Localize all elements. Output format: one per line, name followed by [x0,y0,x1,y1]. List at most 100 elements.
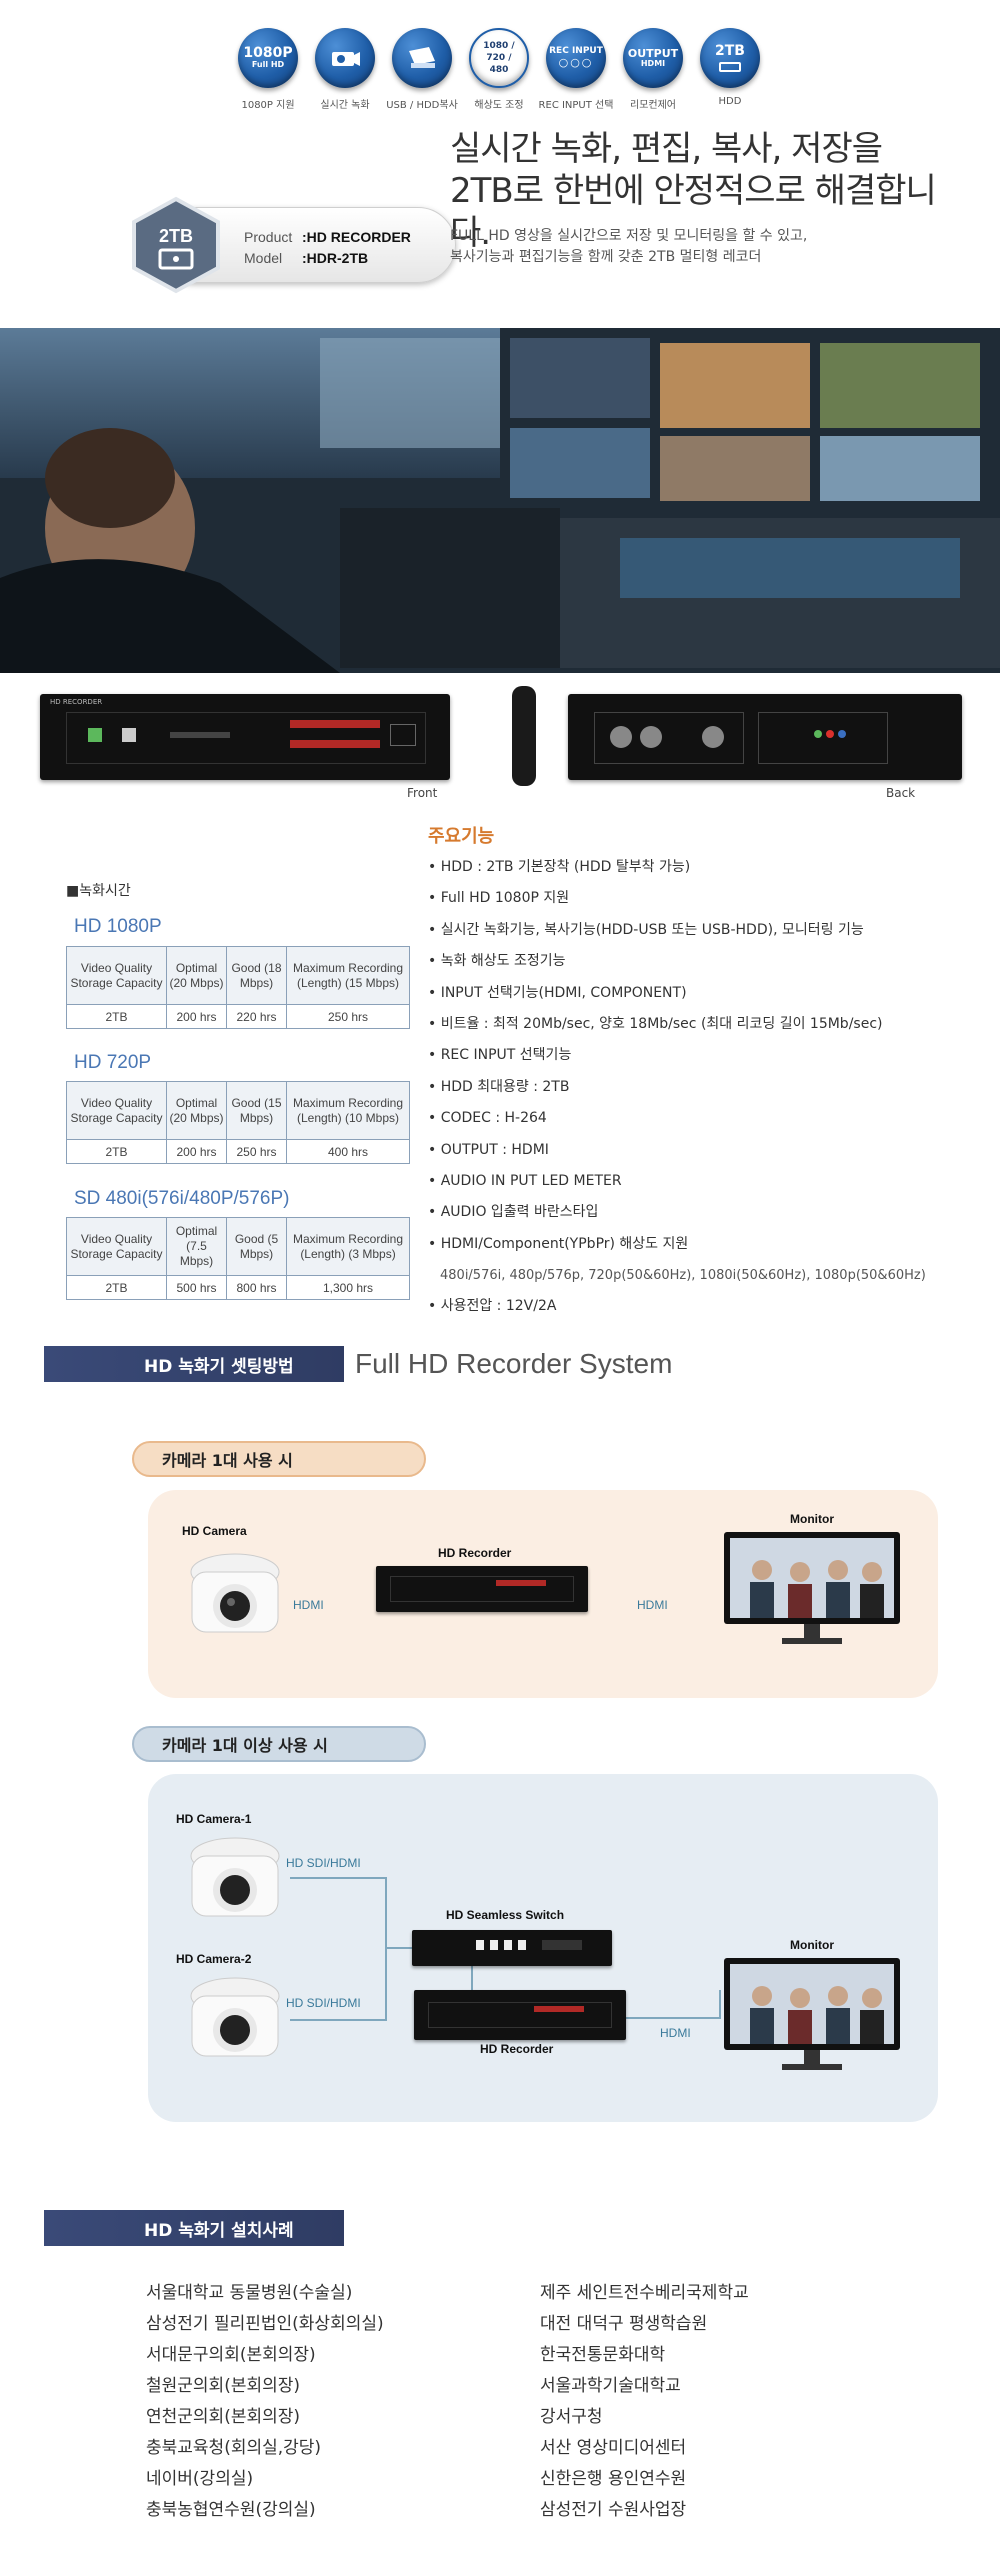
list-item: 강서구청 [540,2407,603,2427]
monitor-icon [724,1532,900,1644]
switch-label: HD Seamless Switch [446,1908,565,1922]
features-title: 주요기능 [428,826,495,847]
hd-recorder-device [376,1566,588,1612]
svg-text:2TB: 2TB [159,226,193,246]
record-table-480i: Video Quality Storage Capacity Optimal (… [66,1217,410,1300]
list-item: 네이버(강의실) [146,2469,254,2489]
subheadline-line2: 복사기능과 편집기능을 함께 갖춘 2TB 멀티형 레코더 [450,249,762,265]
icon-caption: HDD [718,96,742,107]
icon-caption: REC INPUT 선택 [538,100,614,111]
table-row: 2TB 200 hrs 250 hrs 400 hrs [66,1139,410,1164]
hd-recorder-device [414,1990,626,2040]
list-item: • HDD : 2TB 기본장착 (HDD 탈부착 가능) [428,859,691,875]
list-item: 서울과학기술대학교 [540,2376,681,2396]
hd-seamless-switch-device [412,1930,612,1966]
install-list-left: 서울대학교 동물병원(수술실) 삼성전기 필리핀법인(화상회의실) 서대문구의회… [146,2278,384,2526]
recorder-label: HD Recorder [480,2042,554,2056]
list-item: • HDD 최대용량 : 2TB [428,1078,570,1095]
hd-camera-icon [190,1977,280,2057]
table-row: 2TB 200 hrs 220 hrs 250 hrs [66,1004,410,1029]
recorder-front-panel: HD RECORDER [40,694,450,780]
list-item: 철원군의회(본회의장) [146,2376,301,2396]
product-value: :HD RECORDER [302,229,411,245]
headline-line1: 실시간 녹화, 편집, 복사, 저장을 [450,129,883,169]
camera-label: HD Camera [182,1524,247,1538]
list-item: 신한은행 용인연수원 [540,2469,687,2489]
front-label: Front [407,786,438,800]
realtime-record-icon [315,28,375,88]
icon-caption: 해상도 조정 [474,100,524,111]
list-item: 한국전통문화대학 [540,2345,666,2365]
camera1-label: HD Camera-1 [176,1812,252,1826]
list-item: • Full HD 1080P 지원 [428,890,570,907]
table-title-720p: HD 720P [74,1052,152,1073]
icon-realtime: 실시간 녹화 [305,28,385,111]
list-item: • REC INPUT 선택기능 [428,1047,572,1064]
icon-caption: 실시간 녹화 [320,100,370,111]
wire-label-sdi-1: HD SDI/HDMI [286,1856,361,1870]
hd-camera-icon [190,1553,280,1633]
features-list: • HDD : 2TB 기본장착 (HDD 탈부착 가능) • Full HD … [428,852,988,1323]
icon-caption: 리모컨제어 [630,100,676,111]
icon-usb-copy: USB / HDD복사 [382,28,462,111]
list-item: 서울대학교 동물병원(수술실) [146,2283,353,2303]
usb-hdd-copy-icon [392,28,452,88]
icon-hdd: 2TB HDD [690,28,770,107]
list-item: 서산 영상미디어센터 [540,2438,687,2458]
list-item: 서대문구의회(본회의장) [146,2345,316,2365]
table-title-480i: SD 480i(576i/480P/576P) [74,1188,290,1209]
subheadline-line1: FULL HD 영상을 실시간으로 저장 및 모니터링을 할 수 있고, [450,228,808,244]
list-item: 연천군의회(본회의장) [146,2407,301,2427]
list-item: • INPUT 선택기능(HDMI, COMPONENT) [428,984,687,1001]
product-badge: 2TB Product :HD RECORDER Model :HDR-2TB [126,195,456,295]
list-item: • 비트율 : 최적 20Mb/sec, 양호 18Mb/sec (최대 리코딩… [428,1015,883,1032]
subheadline: FULL HD 영상을 실시간으로 저장 및 모니터링을 할 수 있고, 복사기… [450,226,970,268]
list-item: • CODEC : H-264 [428,1110,547,1127]
install-section-bar: HD 녹화기 설치사례 [44,2210,344,2246]
list-item: • 녹화 해상도 조정기능 [428,953,566,970]
wire-label-hdmi: HDMI [660,2026,691,2040]
wiring-lines [290,1877,721,2021]
model-label: Model [244,250,283,266]
rec-input-icon: REC INPUT○○○ [546,28,606,88]
list-item: 충북교육청(회의실,강당) [146,2438,322,2458]
wire-label-sdi-2: HD SDI/HDMI [286,1996,361,2010]
list-item: 대전 대덕구 평생학습원 [540,2314,708,2334]
back-label: Back [886,786,916,800]
hdd-2tb-icon: 2TB [700,28,760,88]
list-item: • 사용전압 : 12V/2A [428,1298,557,1315]
list-item: 충북농협연수원(강의실) [146,2500,316,2520]
recorder-label: HD Recorder [438,1546,512,1560]
table-row: 2TB 500 hrs 800 hrs 1,300 hrs [66,1275,410,1300]
icon-caption: 1080P 지원 [241,100,295,111]
list-item: • OUTPUT : HDMI [428,1141,549,1158]
resolution-icon: 1080 / 720 / 480 [469,28,529,88]
product-label: Product [244,229,293,245]
list-item: 삼성전기 수원사업장 [540,2500,687,2520]
list-item: 삼성전기 필리핀법인(화상회의실) [146,2314,384,2334]
case2-title: 카메라 1대 이상 사용 시 [132,1726,426,1762]
list-item: 제주 세인트전수베리국제학교 [540,2283,749,2303]
headline-line2: 2TB로 한번에 안정적으로 해결합니다. [450,171,937,253]
wire-label-hdmi-1: HDMI [293,1598,324,1612]
system-section-english: Full HD Recorder System [355,1348,673,1379]
camera2-label: HD Camera-2 [176,1952,252,1966]
record-time-title: ■녹화시간 [66,883,131,899]
list-item: • AUDIO 입출력 바란스타입 [428,1204,599,1221]
recorder-back-panel [568,694,962,780]
badge-spec: Product :HD RECORDER Model :HDR-2TB [244,227,411,269]
monitor-label: Monitor [790,1512,834,1526]
record-table-1080p: Video Quality Storage Capacity Optimal (… [66,946,410,1029]
model-value: :HDR-2TB [302,250,369,266]
hd-camera-icon [190,1837,280,1917]
list-item: • 실시간 녹화기능, 복사기능(HDD-USB 또는 USB-HDD), 모니… [428,921,864,938]
control-room-photo [0,328,1000,673]
record-table-720p: Video Quality Storage Capacity Optimal (… [66,1081,410,1164]
icon-resolution: 1080 / 720 / 480 해상도 조정 [459,28,539,111]
monitor-label: Monitor [790,1938,834,1952]
wire-label-hdmi-2: HDMI [637,1598,668,1612]
